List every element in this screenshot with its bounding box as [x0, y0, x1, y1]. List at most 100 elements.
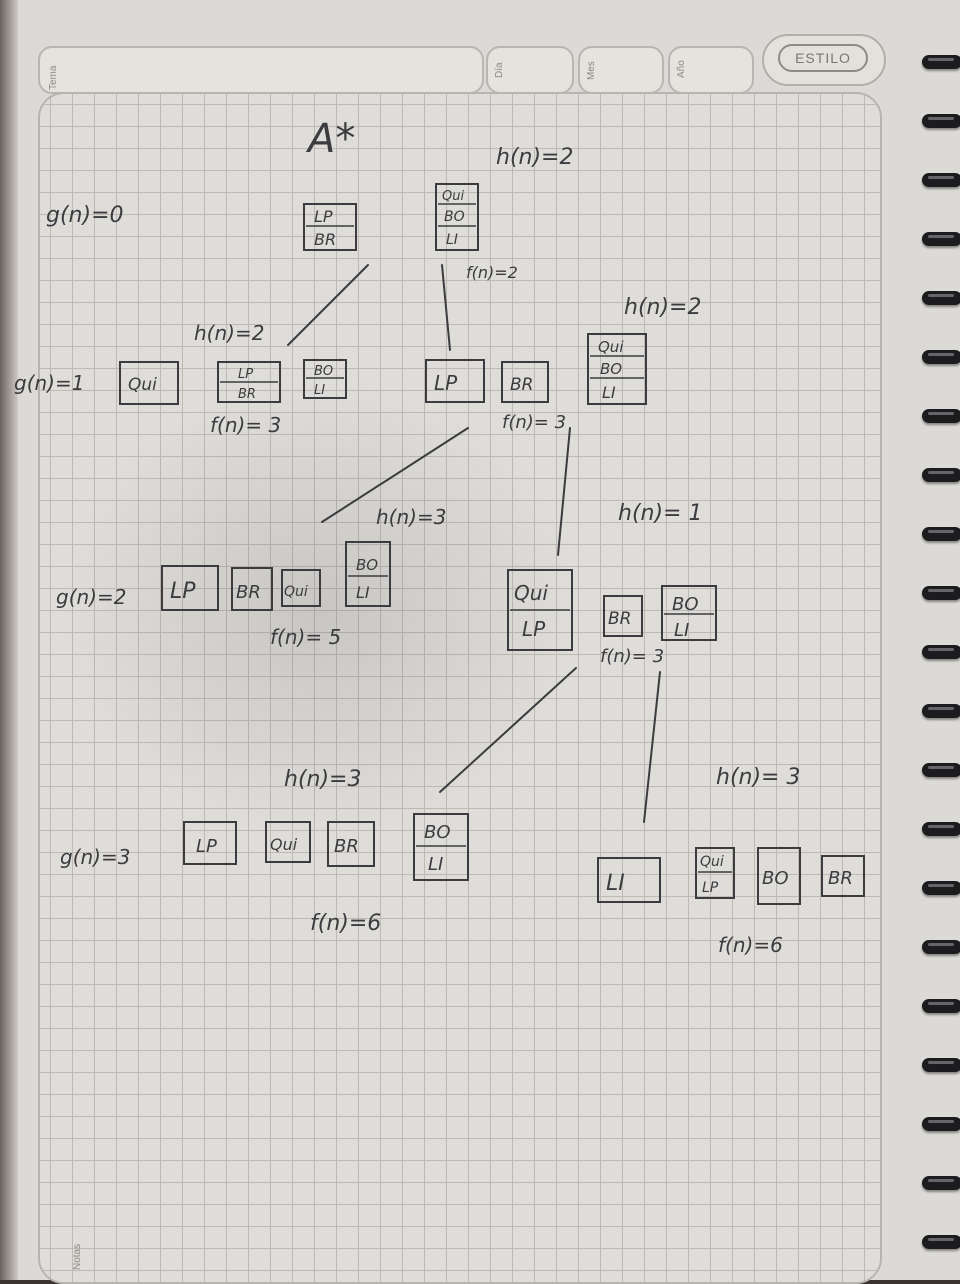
annotation-f-right2: f(n)= 3 [600, 646, 664, 667]
node-item: LP [702, 880, 719, 896]
node-item: BO [314, 364, 333, 379]
node-item: LP [434, 371, 458, 395]
annotation-f-left1: f(n)= 3 [210, 413, 281, 437]
state-node: BR [231, 567, 273, 611]
node-item: BR [608, 609, 631, 629]
state-node: LP [183, 821, 237, 865]
node-item: LP [522, 617, 546, 641]
ring [922, 1117, 960, 1131]
annotation-h-mid2: h(n)=3 [376, 505, 446, 529]
ring [922, 881, 960, 895]
state-node: BO LI [413, 813, 469, 881]
state-node: LP BR [217, 361, 281, 403]
node-item: LI [428, 854, 443, 875]
node-item: LP [196, 836, 217, 857]
node-item: BO [356, 556, 378, 574]
state-node: Qui [119, 361, 179, 405]
ring [922, 645, 960, 659]
ring [922, 232, 960, 246]
state-node: Qui LP [507, 569, 573, 651]
node-item: BR [828, 868, 853, 889]
level-label-g0: g(n)=0 [46, 203, 124, 228]
state-node: Qui [265, 821, 311, 863]
node-item: LI [314, 383, 325, 398]
ring [922, 704, 960, 718]
node-item: Qui [514, 581, 548, 605]
ring [922, 55, 960, 69]
state-node: LI [597, 857, 661, 903]
annotation-f-right3: f(n)=6 [718, 933, 783, 957]
node-item: LI [674, 620, 689, 641]
node-item: Qui [598, 338, 624, 356]
node-item: BO [600, 360, 622, 378]
ring [922, 1235, 960, 1249]
brand-logo: ESTILO [762, 34, 886, 86]
ring [922, 822, 960, 836]
node-item: LI [356, 583, 370, 602]
ring [922, 1058, 960, 1072]
state-node: BO LI [345, 541, 391, 607]
state-node: BR [821, 855, 865, 897]
state-node: BR [603, 595, 643, 637]
state-node: Qui [281, 569, 321, 607]
node-item: BO [424, 822, 451, 843]
node-item: BR [510, 375, 533, 395]
state-node: BO LI [303, 359, 347, 399]
node-item: Qui [442, 189, 464, 204]
state-node: Qui LP [695, 847, 735, 899]
ring [922, 468, 960, 482]
ring [922, 999, 960, 1013]
ring [922, 763, 960, 777]
diagram-title: A* [305, 116, 355, 162]
node-item: LI [602, 383, 616, 402]
mes-field [578, 46, 664, 94]
annotation-h-right2: h(n)= 1 [618, 501, 702, 526]
node-item: Qui [270, 835, 298, 854]
state-node: BR [327, 821, 375, 867]
brand-text: ESTILO [778, 44, 868, 72]
ring [922, 527, 960, 541]
node-item: LI [606, 871, 625, 896]
node-item: Qui [128, 375, 157, 395]
level-label-g1: g(n)=1 [14, 371, 84, 395]
node-item: BO [672, 594, 699, 615]
state-node: Qui BO LI [435, 183, 479, 251]
state-node: BO LI [661, 585, 717, 641]
state-node: BR [501, 361, 549, 403]
ring [922, 291, 960, 305]
ring [922, 1176, 960, 1190]
node-item: Qui [700, 854, 724, 870]
state-node: LP [425, 359, 485, 403]
level-label-g3: g(n)=3 [60, 845, 130, 869]
node-item: LP [314, 207, 333, 226]
ring [922, 409, 960, 423]
node-item: BO [762, 868, 789, 889]
annotation-f-left3: f(n)=6 [310, 911, 381, 936]
annotation-f-left2: f(n)= 5 [270, 625, 341, 649]
ring [922, 114, 960, 128]
ring [922, 173, 960, 187]
node-item: BR [238, 387, 256, 402]
annotation-h-left1: h(n)=2 [194, 321, 264, 345]
node-item: BR [314, 230, 336, 249]
node-item: BR [236, 582, 261, 603]
annotation-h-left3: h(n)=3 [284, 767, 361, 792]
state-node: BO [757, 847, 801, 905]
state-node: LP [161, 565, 219, 611]
annotation-f-right1: f(n)= 3 [502, 412, 566, 433]
annotation-f-top: f(n)=2 [466, 263, 518, 282]
ring [922, 940, 960, 954]
annotation-h-right3: h(n)= 3 [716, 765, 800, 790]
node-item: Qui [284, 584, 308, 600]
annotation-h-right1: h(n)=2 [624, 295, 701, 320]
level-label-g2: g(n)=2 [56, 585, 126, 609]
tree-edges [287, 264, 661, 823]
node-item: BO [444, 209, 465, 225]
state-node: Qui BO LI [587, 333, 647, 405]
node-item: LP [238, 367, 253, 382]
node-item: LP [170, 579, 196, 604]
ring [922, 350, 960, 364]
grid-paper [38, 92, 882, 1284]
node-item: LI [446, 232, 458, 248]
